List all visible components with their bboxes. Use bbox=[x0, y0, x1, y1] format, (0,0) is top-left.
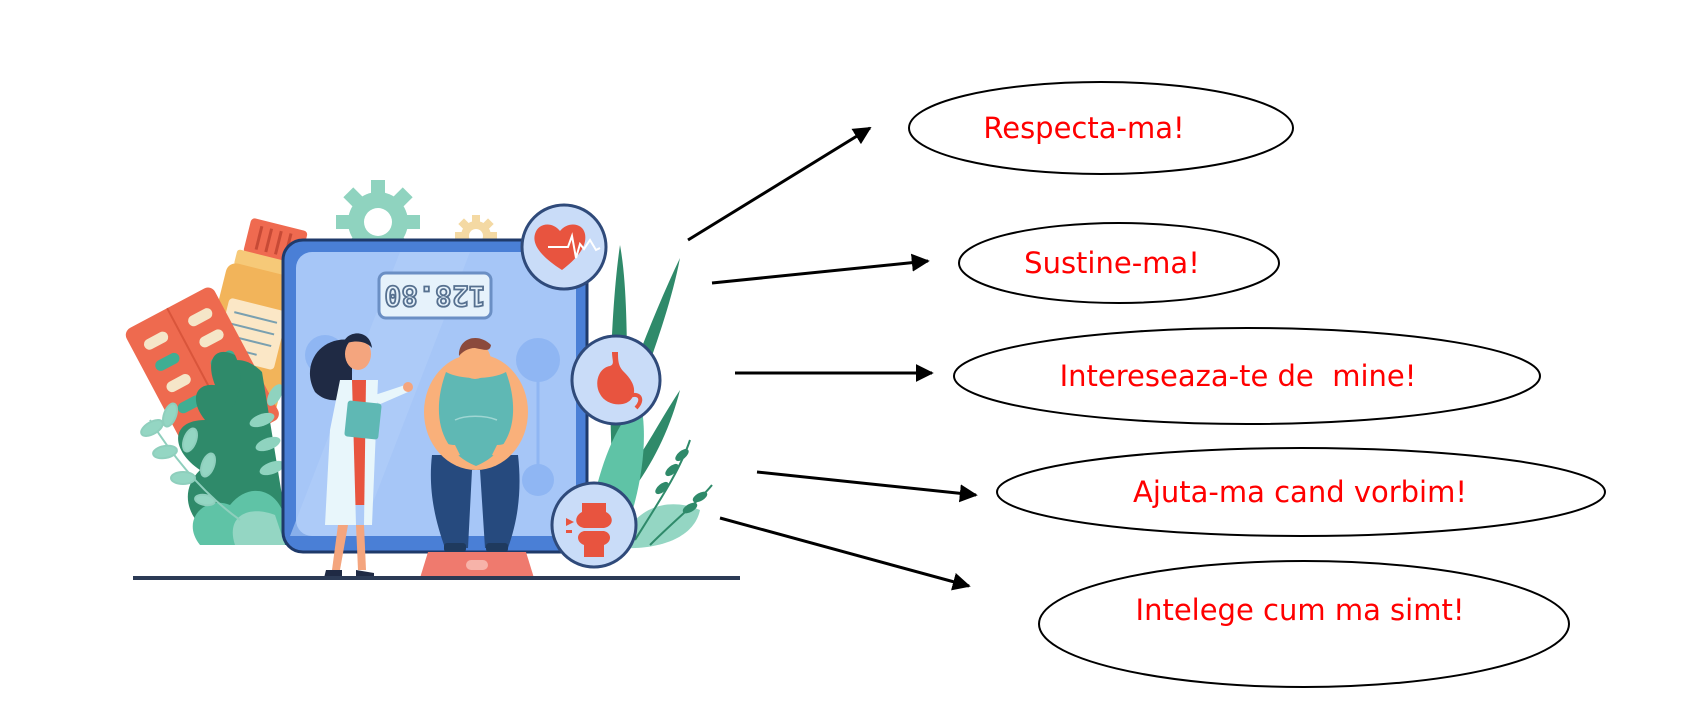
knee-joint-icon bbox=[550, 481, 638, 569]
bubble-text: Intelege cum ma simt! bbox=[1136, 593, 1465, 627]
bubble-text: Ajuta-ma cand vorbim! bbox=[1133, 475, 1467, 509]
heart-pulse-icon bbox=[520, 203, 608, 291]
arrow-to-help bbox=[756, 470, 978, 503]
bubble-support: Sustine-ma! bbox=[958, 222, 1280, 304]
scale-display: 128.80 bbox=[377, 271, 493, 320]
bubble-text: Sustine-ma! bbox=[1024, 246, 1200, 280]
bubble-understand: Intelege cum ma simt! bbox=[1038, 560, 1570, 688]
left-foliage bbox=[140, 351, 290, 545]
message-bubbles: Respecta-ma! Sustine-ma! Intereseaza-te … bbox=[908, 81, 1606, 688]
bubble-interest: Intereseaza-te de mine! bbox=[953, 327, 1541, 425]
fern-sprig bbox=[140, 402, 241, 521]
bubble-help: Ajuta-ma cand vorbim! bbox=[996, 447, 1606, 537]
arrow-to-understand bbox=[719, 516, 971, 591]
arrow-to-support bbox=[711, 253, 930, 285]
floor-scale-icon bbox=[420, 552, 534, 578]
bubble-text: Respecta-ma! bbox=[983, 111, 1184, 145]
stomach-icon bbox=[570, 334, 662, 426]
arrow-to-respect bbox=[687, 126, 872, 242]
weight-check-illustration: 128.80 bbox=[125, 180, 740, 580]
bubble-respect: Respecta-ma! bbox=[908, 81, 1294, 175]
arrows bbox=[687, 126, 978, 591]
bubble-text: Intereseaza-te de mine! bbox=[1060, 359, 1417, 393]
patient-figure bbox=[420, 338, 534, 578]
scale-reading: 128.80 bbox=[384, 280, 485, 313]
